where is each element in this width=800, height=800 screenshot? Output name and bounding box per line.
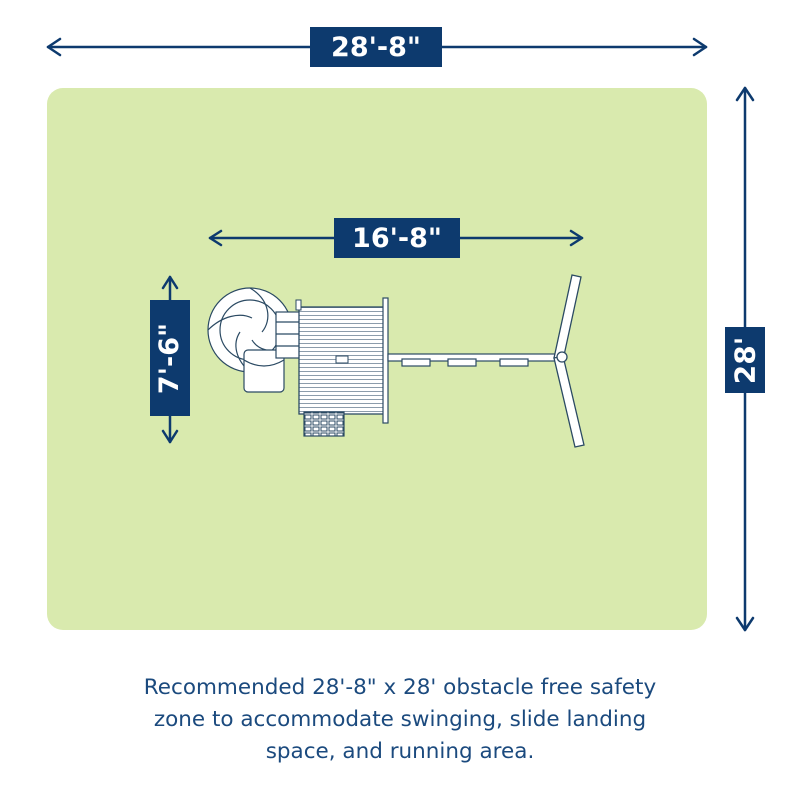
swing-beam: [387, 353, 565, 367]
overall-width-label: 28'-8": [310, 27, 442, 67]
deck-roof: [295, 297, 389, 424]
sandbox: [303, 411, 345, 437]
caption-line-3: space, and running area.: [265, 739, 535, 764]
structure-depth-text: 7'-6": [154, 322, 186, 394]
caption-line-2: zone to accommodate swinging, slide land…: [153, 707, 647, 732]
caption-line-1: Recommended 28'-8" x 28' obstacle free s…: [143, 675, 657, 700]
structure-width-label: 16'-8": [334, 218, 460, 258]
structure-depth-label: 7'-6": [150, 300, 190, 416]
overall-depth-text: 28': [728, 336, 762, 384]
safety-zone-caption: Recommended 28'-8" x 28' obstacle free s…: [60, 672, 740, 768]
overall-depth-label: 28': [725, 327, 765, 393]
a-frame: [553, 274, 585, 448]
spiral-slide: [207, 287, 301, 393]
playset-illustration: [207, 274, 585, 448]
